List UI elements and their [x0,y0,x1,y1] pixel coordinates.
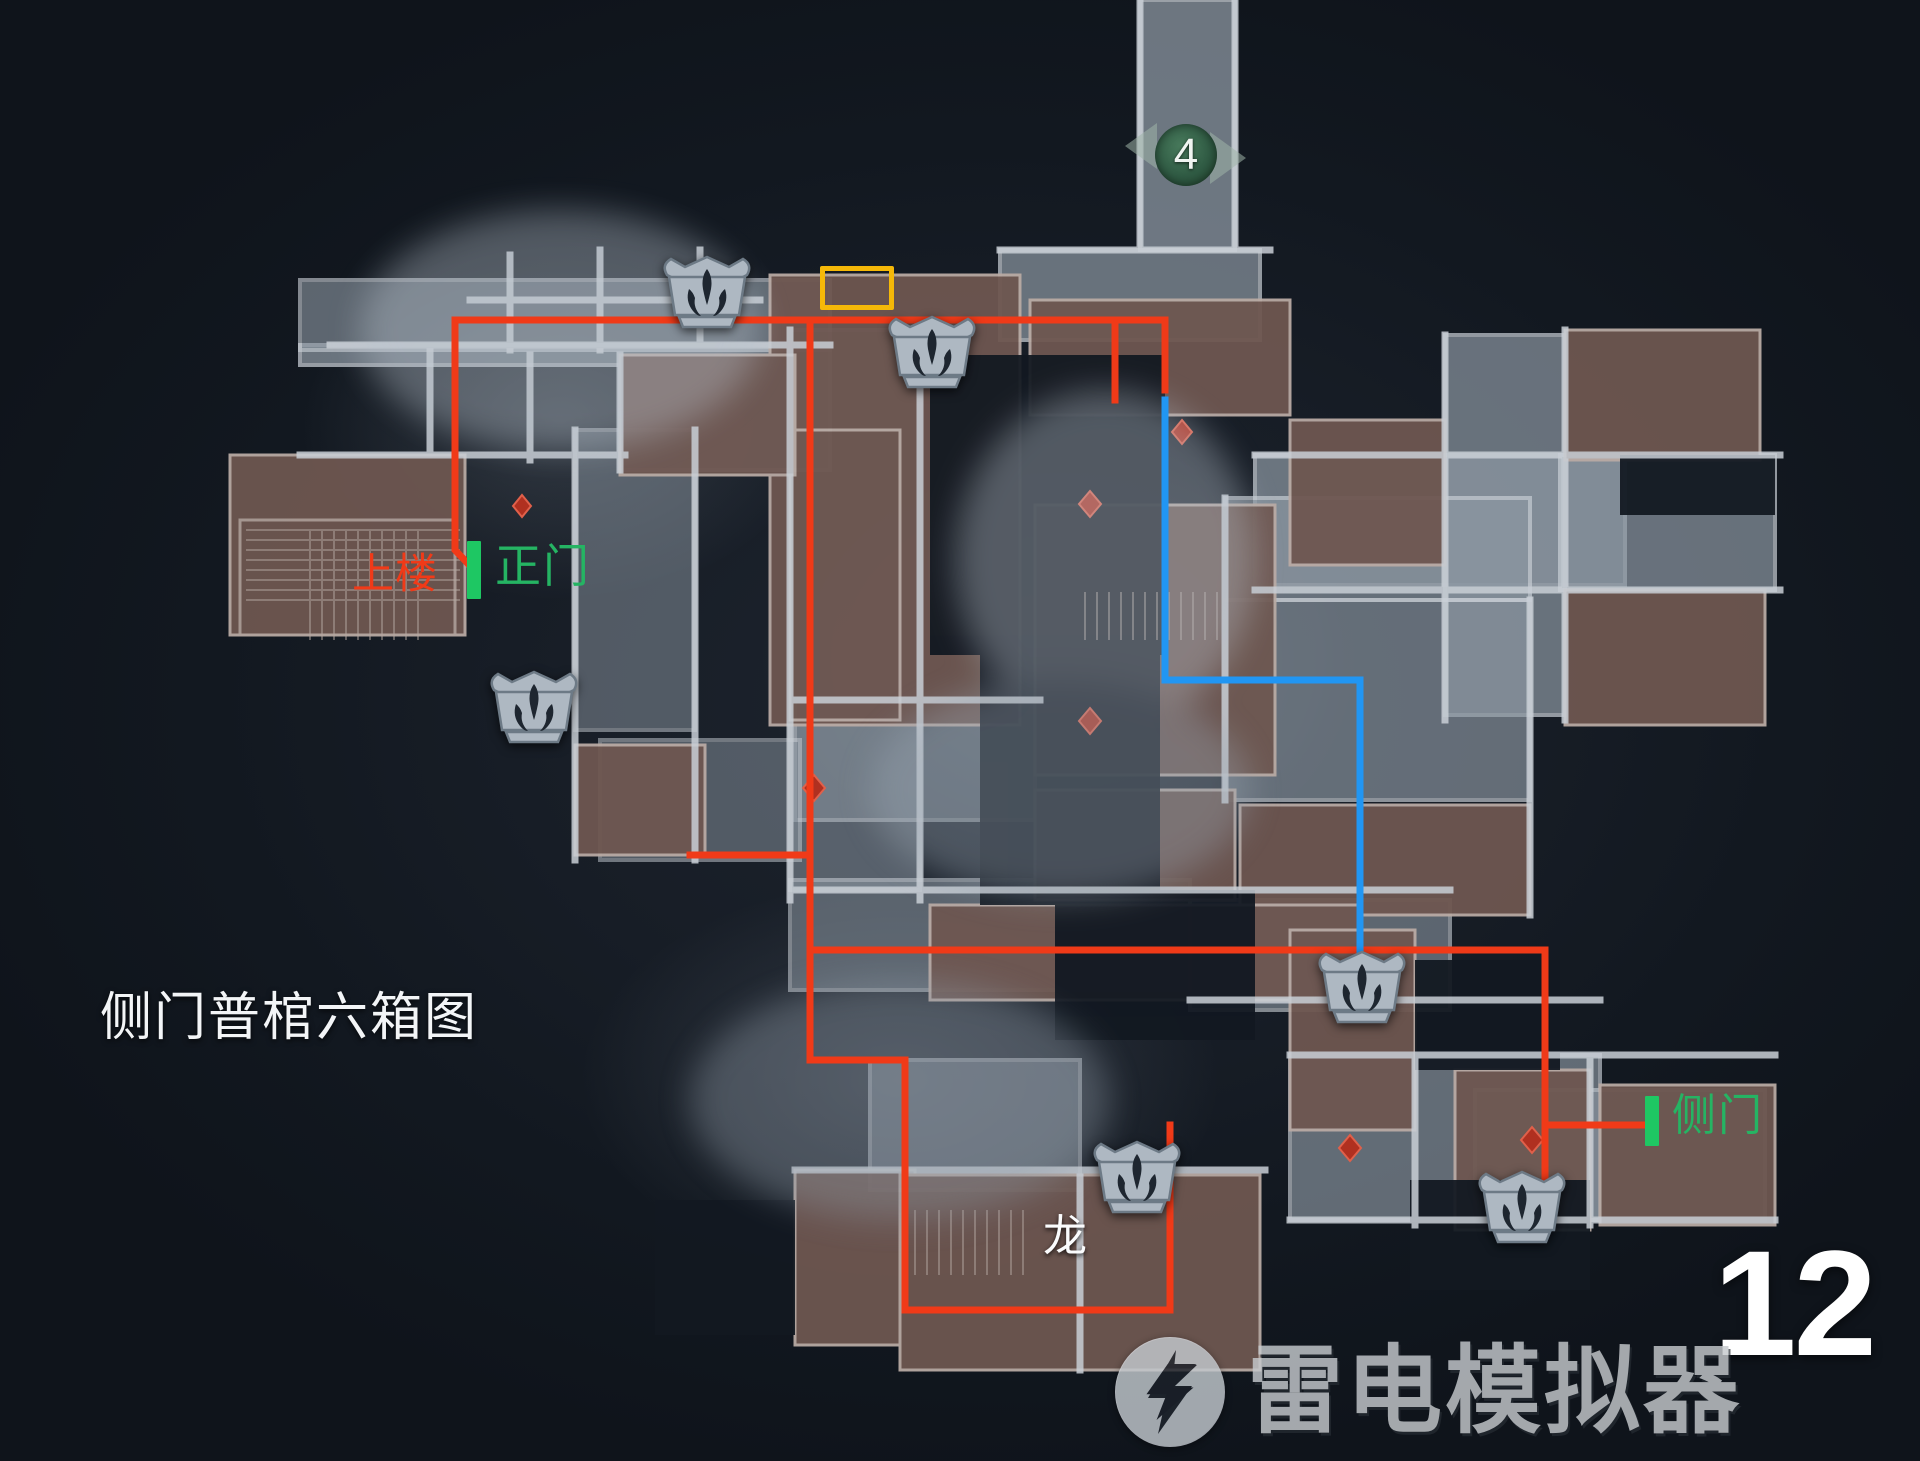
chest-icon-upper-right[interactable] [880,305,984,401]
front-gate-marker [467,541,481,599]
lightning-bolt-icon [1115,1337,1225,1447]
stage-arrow-left-icon [1125,123,1157,169]
page-number: 12 [1713,1219,1877,1387]
blue-route [1161,396,1364,974]
chest-highlight-box [820,266,894,310]
side-gate-label: 侧门 [1672,1091,1764,1140]
side-gate-marker [1645,1096,1659,1146]
ldplayer-watermark: 雷电模拟器 [1115,1337,1742,1447]
chest-icon-bottom-right[interactable] [1470,1160,1574,1256]
chest-icon-mid-left[interactable] [482,660,586,756]
page-title: 侧门普棺六箱图 [100,989,479,1047]
chest-icon-mid-right[interactable] [1310,940,1414,1036]
dragon-label: 龙 [1043,1212,1087,1261]
stage-marker-disc [1155,124,1217,186]
front-gate-label: 正门 [495,540,591,592]
upstairs-label: 上楼 [352,550,439,597]
red-route [451,316,1659,1314]
chest-icon-dragon[interactable] [1085,1130,1189,1226]
watermark-text: 雷电模拟器 [1247,1338,1742,1445]
stage-marker-number: 4 [1173,130,1199,179]
chest-icon-top[interactable] [655,245,759,341]
stage-number-marker[interactable]: 4 [1155,124,1217,186]
